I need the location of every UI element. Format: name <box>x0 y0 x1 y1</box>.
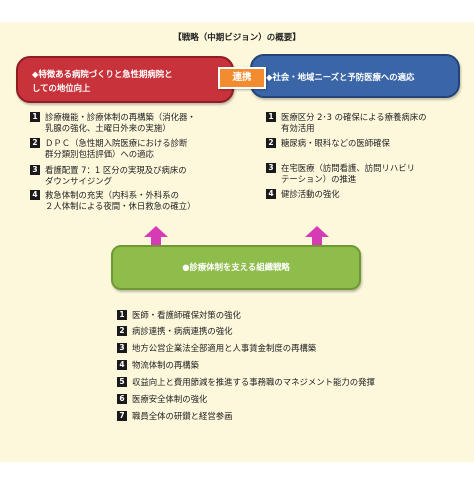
left-strategy-line-1: ◆特徴ある病院づくりと急性期病院と <box>32 69 173 79</box>
item-number: 4 <box>30 190 40 200</box>
item-number: 1 <box>117 310 127 320</box>
item-number: 3 <box>30 165 40 175</box>
left-list: 1 診療機能・診療体制の再構築（消化器・ 乳腺の強化、土曜日外来の実施） 2 Ｄ… <box>30 112 240 222</box>
item-number: 3 <box>266 163 276 173</box>
item-number: 1 <box>266 112 276 122</box>
right-strategy-text: ◆社会・地域ニーズと予防医療への適応 <box>266 72 415 82</box>
item-text: 職員全体の研鑽と経営参画 <box>132 411 233 421</box>
item-text: 医療区分 2･3 の確保による療養病床の 有効活用 <box>281 112 427 133</box>
item-number: 6 <box>117 394 127 404</box>
item-text: 病診連携・病病連携の強化 <box>132 326 233 336</box>
page-title: 【戦略（中期ビジョン）の概要】 <box>173 33 301 43</box>
item-text: ＤＰＣ（急性期入院医療における診断 群分類別包括評価）への適応 <box>45 138 188 159</box>
item-text: 在宅医療（訪問看護、訪問リハビリ テーション）の推進 <box>281 163 415 184</box>
item-number: 2 <box>30 138 40 148</box>
link-badge: 連携 <box>218 67 266 89</box>
item-text: 看護配置 7：1 区分の実現及び病床の ダウンサイジング <box>45 165 187 186</box>
item-number: 2 <box>117 326 127 336</box>
center-strategy-box: ●診療体制を支える組織戦略 <box>111 245 361 290</box>
item-text: 物流体制の再構築 <box>132 360 199 370</box>
item-text: 医師・看護師確保対策の強化 <box>132 310 241 320</box>
item-text: 救急体制の充実（内科系・外科系の ２人体制による夜間・休日救急の確立） <box>45 190 196 211</box>
item-text: 医療安全体制の強化 <box>132 394 208 404</box>
item-number: 4 <box>117 360 127 370</box>
left-strategy-line-2: しての地位向上 <box>32 83 91 93</box>
item-number: 2 <box>266 138 276 148</box>
right-list: 1 医療区分 2･3 の確保による療養病床の 有効活用 2 糖尿病・眼科などの医… <box>266 112 466 212</box>
item-number: 4 <box>266 189 276 199</box>
right-strategy-box: ◆社会・地域ニーズと予防医療への適応 <box>250 54 460 98</box>
item-number: 7 <box>117 411 127 421</box>
item-number: 3 <box>117 343 127 353</box>
item-text: 健診活動の強化 <box>281 189 340 199</box>
item-text: 地方公営企業法全部適用と人事賃金制度の再構築 <box>132 343 317 353</box>
left-strategy-box: ◆特徴ある病院づくりと急性期病院と しての地位向上 <box>16 56 234 103</box>
item-number: 5 <box>117 377 127 387</box>
item-text: 糖尿病・眼科などの医師確保 <box>281 138 390 148</box>
item-text: 診療機能・診療体制の再構築（消化器・ 乳腺の強化、土曜日外来の実施） <box>45 112 196 133</box>
item-text: 収益向上と費用節減を推進する事務職のマネジメント能力の発揮 <box>132 377 375 387</box>
item-number: 1 <box>30 112 40 122</box>
bottom-list: 1 医師・看護師確保対策の強化 2 病診連携・病病連携の強化 3 地方公営企業法… <box>117 310 457 430</box>
